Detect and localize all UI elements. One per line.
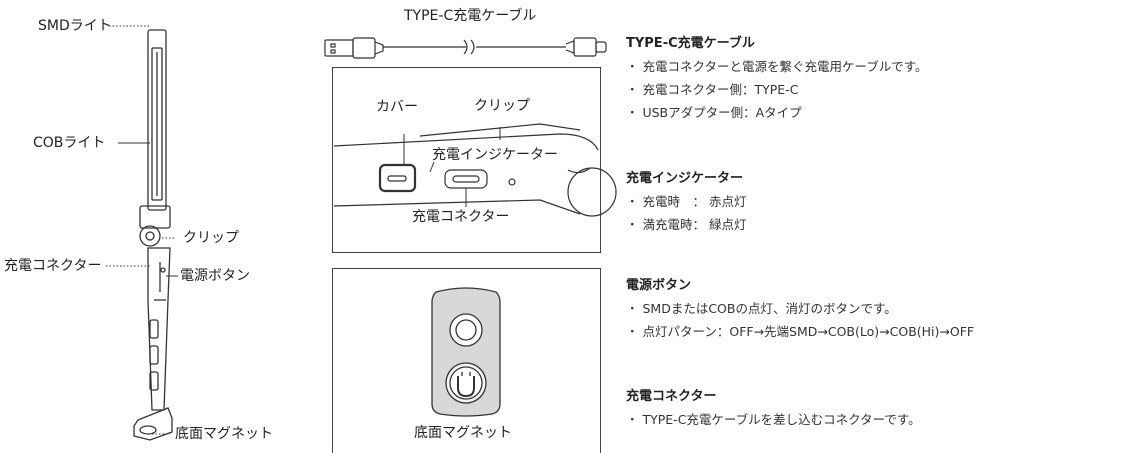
bullet-item: ・ 満充電時： 緑点灯: [626, 217, 747, 232]
bullet-item: ・ SMDまたはCOBの点灯、消灯のボタンです。: [626, 301, 897, 316]
section-power-button: 電源ボタン ・ SMDまたはCOBの点灯、消灯のボタンです。 ・ 点灯パターン：…: [626, 278, 974, 340]
section-connector: 充電コネクター ・ TYPE-C充電ケーブルを差し込むコネクターです。: [626, 389, 921, 428]
product-illustration: [106, 25, 178, 441]
charge-connector-label: 充電コネクター: [4, 258, 102, 274]
bottom-magnet-label: 底面マグネット: [175, 426, 273, 442]
clip-detail-label: クリップ: [474, 98, 530, 114]
connector-detail-label: 充電コネクター: [412, 209, 510, 225]
bullet-item: ・ 充電コネクター側：TYPE-C: [626, 82, 799, 97]
bullet-item: ・ 充電コネクターと電源を繋ぐ充電用ケーブルです。: [626, 59, 928, 74]
cable-title: TYPE-C充電ケーブル: [404, 8, 537, 24]
magnet-detail-label: 底面マグネット: [414, 425, 512, 441]
section-title: 充電コネクター: [626, 389, 717, 404]
cover-label: カバー: [376, 99, 418, 115]
indicator-label: 充電インジケーター: [432, 147, 558, 163]
section-title: TYPE-C充電ケーブル: [626, 36, 755, 51]
smd-light-label: SMDライト: [38, 18, 112, 34]
section-title: 充電インジケーター: [626, 171, 744, 186]
bullet-item: ・ USBアダプター側：Aタイプ: [626, 105, 802, 120]
clip-detail-panel: [332, 67, 601, 253]
clip-label: クリップ: [183, 230, 239, 246]
bullet-item: ・ TYPE-C充電ケーブルを差し込むコネクターです。: [626, 412, 921, 427]
bullet-item: ・ 点灯パターン：OFF→先端SMD→COB(Lo)→COB(Hi)→OFF: [626, 324, 975, 339]
bullet-item: ・ 充電時 ： 赤点灯: [626, 194, 747, 209]
power-button-label: 電源ボタン: [180, 268, 250, 284]
section-indicator: 充電インジケーター ・ 充電時 ： 赤点灯 ・ 満充電時： 緑点灯: [626, 171, 746, 233]
section-title: 電源ボタン: [626, 278, 692, 293]
cob-light-label: COBライト: [33, 135, 106, 151]
section-cable: TYPE-C充電ケーブル ・ 充電コネクターと電源を繋ぐ充電用ケーブルです。 ・…: [626, 36, 927, 121]
